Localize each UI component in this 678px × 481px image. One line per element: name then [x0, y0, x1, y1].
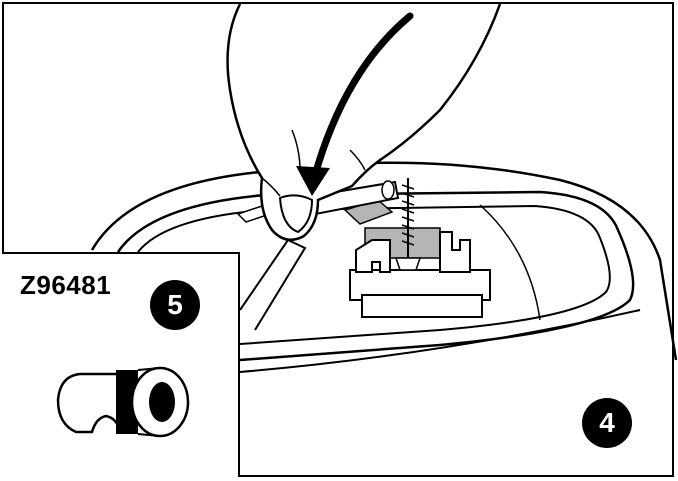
- curved-arrow-head: [296, 166, 330, 196]
- step-badge-main: 4: [582, 398, 632, 448]
- mechanism-right-post: [439, 231, 471, 273]
- clip-edge-top: [137, 367, 161, 371]
- hand: [226, 3, 502, 242]
- curved-arrow-icon: [311, 12, 414, 179]
- clip-hook: [56, 372, 122, 434]
- part-inset: Z96481 5: [2, 252, 240, 477]
- rod-end: [381, 180, 395, 200]
- clip-band: [116, 370, 138, 434]
- clip-bore: [149, 382, 175, 422]
- lever-bar: [239, 238, 307, 331]
- clip-edge-bottom: [137, 433, 161, 437]
- thumb-nail: [278, 194, 314, 234]
- interior-curve: [479, 204, 541, 321]
- mechanism-left-post: [355, 239, 391, 273]
- housing-lower: [239, 309, 641, 373]
- mechanism-plate: [361, 294, 483, 318]
- housing-outer: [90, 161, 678, 361]
- step-badge-inset: 5: [150, 280, 200, 330]
- clip-part-icon: [56, 366, 190, 438]
- screw-nut: [394, 257, 422, 271]
- part-number: Z96481: [20, 270, 112, 300]
- screw-threads: [401, 184, 415, 246]
- finger-crease-3: [349, 149, 366, 171]
- finger-crease-2: [261, 177, 281, 197]
- housing-rim-inner: [137, 204, 611, 345]
